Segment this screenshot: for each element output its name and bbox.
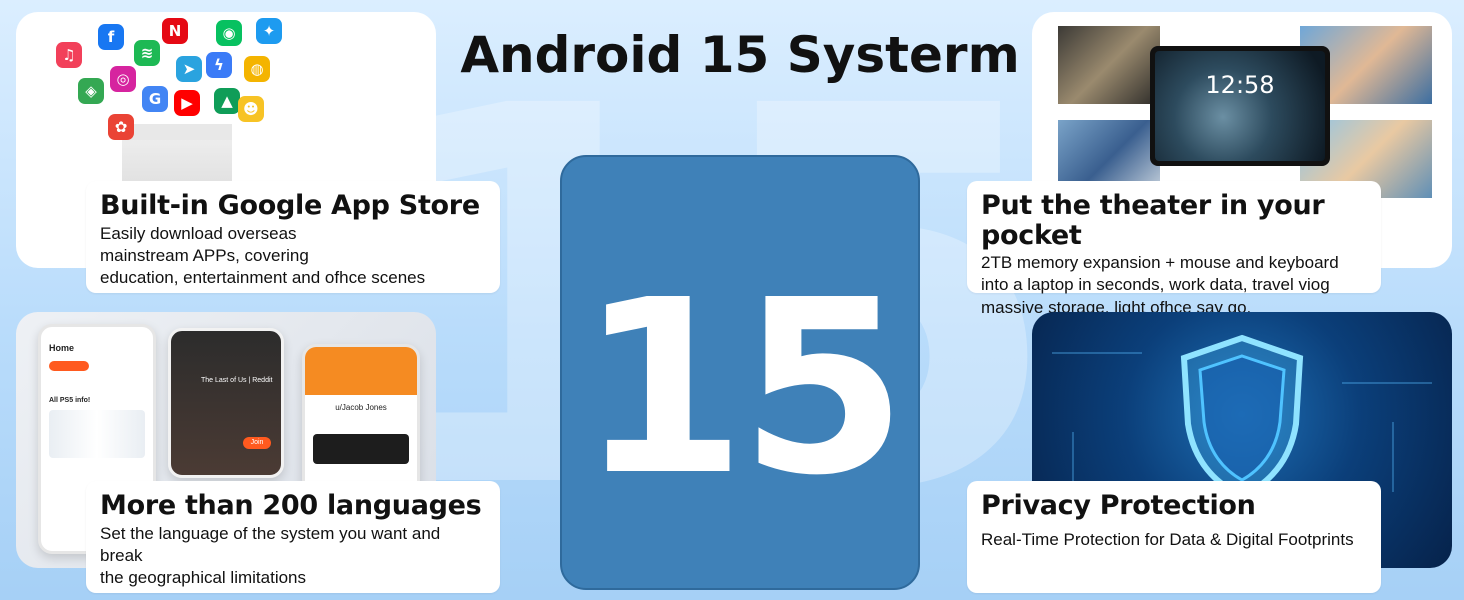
feature-desc-privacy: Real-Time Protection for Data & Digital … xyxy=(981,529,1354,549)
instagram-icon: ◎ xyxy=(110,66,136,92)
feature-desc-languages: Set the language of the system you want … xyxy=(100,523,441,587)
feature-card-apps: Built-in Google App Store Easily downloa… xyxy=(86,181,500,293)
page-title: Android 15 Systerm xyxy=(460,26,1020,84)
wechat-icon: ◉ xyxy=(216,20,242,46)
google-maps-icon: G xyxy=(142,86,168,112)
feature-card-theater: Put the theater in your pocket 2TB memor… xyxy=(967,181,1381,317)
phone-mockup-profile: u/Jacob Jones xyxy=(302,344,420,494)
game-icon: ☻ xyxy=(238,96,264,122)
facebook-icon: f xyxy=(98,24,124,50)
tablet-device: 12:58 xyxy=(1150,46,1330,166)
chrome-icon: ◍ xyxy=(244,56,270,82)
feature-card-privacy: Privacy Protection Real-Time Protection … xyxy=(967,481,1381,593)
twitter-icon: ✦ xyxy=(256,18,282,44)
youtube-icon: ▶ xyxy=(174,90,200,116)
messenger-icon: ϟ xyxy=(206,52,232,78)
netflix-icon: N xyxy=(162,18,188,44)
feature-title-languages: More than 200 languages xyxy=(100,490,482,521)
feature-title-theater: Put the theater in your pocket xyxy=(981,190,1325,251)
movie-thumbnail xyxy=(1058,26,1160,104)
tablet-clock: 12:58 xyxy=(1155,51,1325,161)
version-number: 15 xyxy=(579,247,907,528)
maps-icon: ◈ xyxy=(78,78,104,104)
shield-icon xyxy=(1180,334,1304,500)
music-icon: ♫ xyxy=(56,42,82,68)
phone-mockup-game: The Last of Us | Reddit Join xyxy=(168,328,284,478)
photos-icon: ✿ xyxy=(108,114,134,140)
android-version-card: 15 xyxy=(560,155,920,590)
spotify-icon: ≋ xyxy=(134,40,160,66)
feature-desc-apps: Easily download overseas mainstream APPs… xyxy=(100,223,426,287)
feature-desc-theater: 2TB memory expansion + mouse and keyboar… xyxy=(981,253,1339,317)
telegram-icon: ➤ xyxy=(176,56,202,82)
drive-icon: ▲ xyxy=(214,88,240,114)
feature-title-apps: Built-in Google App Store xyxy=(100,190,480,221)
feature-title-privacy: Privacy Protection xyxy=(981,490,1256,521)
feature-card-languages: More than 200 languages Set the language… xyxy=(86,481,500,593)
